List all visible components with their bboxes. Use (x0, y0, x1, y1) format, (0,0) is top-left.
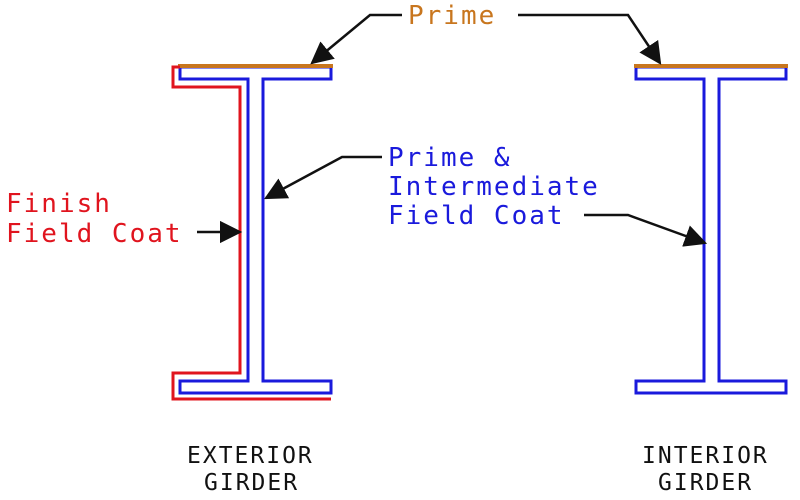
prime-intermediate-label-line1: Prime & (388, 143, 512, 173)
intermediate-arrow-exterior (264, 155, 382, 200)
prime-arrow-right (518, 13, 662, 65)
exterior-girder-outline (178, 65, 333, 395)
interior-girder-label-line2: GIRDER (658, 470, 753, 496)
prime-intermediate-label-line3: Field Coat (388, 201, 565, 231)
interior-girder-outline (634, 65, 788, 395)
prime-intermediate-label-line2: Intermediate (388, 172, 600, 202)
exterior-girder-label-line1: EXTERIOR (187, 443, 314, 469)
finish-label-line1: Finish (6, 189, 112, 219)
exterior-finish-coat (171, 65, 331, 401)
exterior-girder-label-line2: GIRDER (204, 470, 299, 496)
interior-girder-label-line1: INTERIOR (642, 443, 769, 469)
finish-label-line2: Field Coat (6, 219, 183, 249)
leader-arrows (197, 13, 708, 247)
prime-label: Prime (408, 1, 496, 31)
prime-arrow-left (310, 13, 402, 65)
intermediate-arrow-interior (584, 213, 708, 247)
interior-girder (634, 64, 788, 395)
